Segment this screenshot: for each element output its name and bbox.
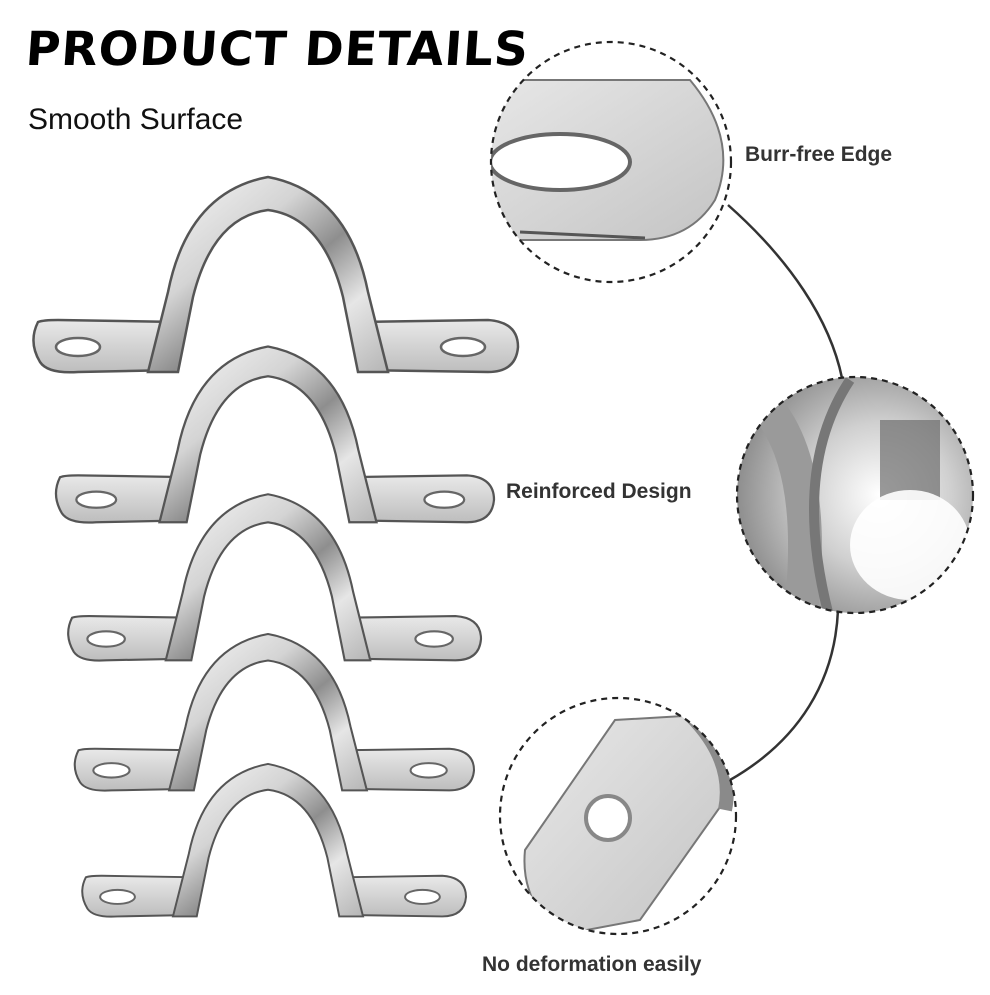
pipe-clamp [67, 493, 483, 662]
zoom-circle-burr-free-edge [489, 40, 733, 284]
clamp-stack [32, 175, 520, 918]
pipe-clamp [54, 345, 496, 524]
callout-label-no-deformation: No deformation easily [482, 953, 702, 976]
pipe-clamp [81, 762, 467, 918]
pipe-clamp [32, 175, 520, 374]
callout-label-burr-free-edge: Burr-free Edge [745, 143, 893, 166]
pipe-clamp [73, 632, 476, 792]
connector-line [727, 204, 844, 782]
page-title: PRODUCT DETAILS [24, 22, 531, 77]
callout-label-reinforced-design: Reinforced Design [506, 480, 692, 503]
zoom-circle-no-deformation [498, 696, 738, 936]
page-subtitle: Smooth Surface [28, 103, 244, 136]
zoom-circle-reinforced-design [735, 375, 975, 615]
